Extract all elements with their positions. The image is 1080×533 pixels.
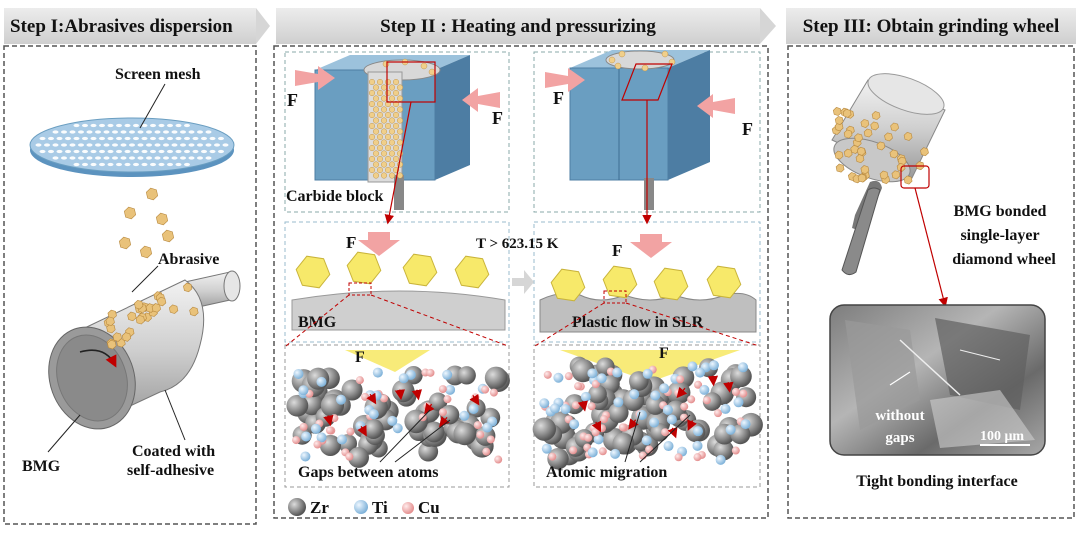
grinding-wheel [831,73,946,276]
legend-cu: Cu [418,498,440,517]
force-label: F [346,233,356,252]
carbide-block-open [314,55,470,210]
step1-panel [3,45,257,525]
plastic-flow-label: Plastic flow in SLR [572,314,704,331]
abrasive-label: Abrasive [158,251,219,268]
step2-panel [273,45,769,519]
scale-bar-label: 100 μm [980,429,1024,444]
carbide-block-closed [569,50,710,210]
bmg-surface-left [291,251,506,331]
force-label: F [659,345,669,362]
wheel-label-1: BMG bonded [954,203,1047,220]
force-label: F [742,119,753,139]
temperature-label: T > 623.15 K [476,236,559,252]
step1-title: Step I:Abrasives dispersion [10,16,233,37]
force-label: F [612,241,622,260]
coated-label-1: Coated with [132,443,215,460]
bmg-cylinder [48,270,241,430]
wheel-label-2: single-layer [960,227,1039,244]
force-arrow-left [295,66,335,90]
sem-image [829,304,1046,456]
screen-mesh [29,117,235,177]
coated-label-2: self-adhesive [127,462,214,479]
step3-panel [787,45,1075,519]
migration-label: Atomic migration [546,464,667,481]
bmg-surface-right [539,265,757,333]
step2-header: Step II : Heating and pressurizing [276,8,776,44]
gaps-label-sem: gaps [885,430,914,446]
screen-mesh-label: Screen mesh [115,66,201,83]
carbide-block-label: Carbide block [286,188,383,205]
force-arrow-right [462,88,500,112]
without-label: without [875,408,924,424]
gaps-label: Gaps between atoms [298,464,438,481]
interface-label: Tight bonding interface [856,473,1018,490]
atoms-right [532,356,763,470]
bmg-label-step2: BMG [298,314,337,331]
force-label: F [287,90,298,110]
atoms-left [286,365,510,468]
legend-zr: Zr [310,498,329,517]
wheel-label-3: diamond wheel [952,251,1056,268]
force-label: F [553,88,564,108]
atom-legend: Zr Ti Cu [288,498,440,517]
step3-header: Step III: Obtain grinding wheel [786,8,1076,44]
step3-title: Step III: Obtain grinding wheel [803,16,1060,37]
bmg-label-step1: BMG [22,458,61,475]
force-label: F [492,108,503,128]
falling-abrasives [118,187,175,259]
legend-ti: Ti [372,498,388,517]
force-label: F [355,349,365,366]
step1-header: Step I:Abrasives dispersion [4,8,270,44]
step2-title: Step II : Heating and pressurizing [380,16,656,37]
